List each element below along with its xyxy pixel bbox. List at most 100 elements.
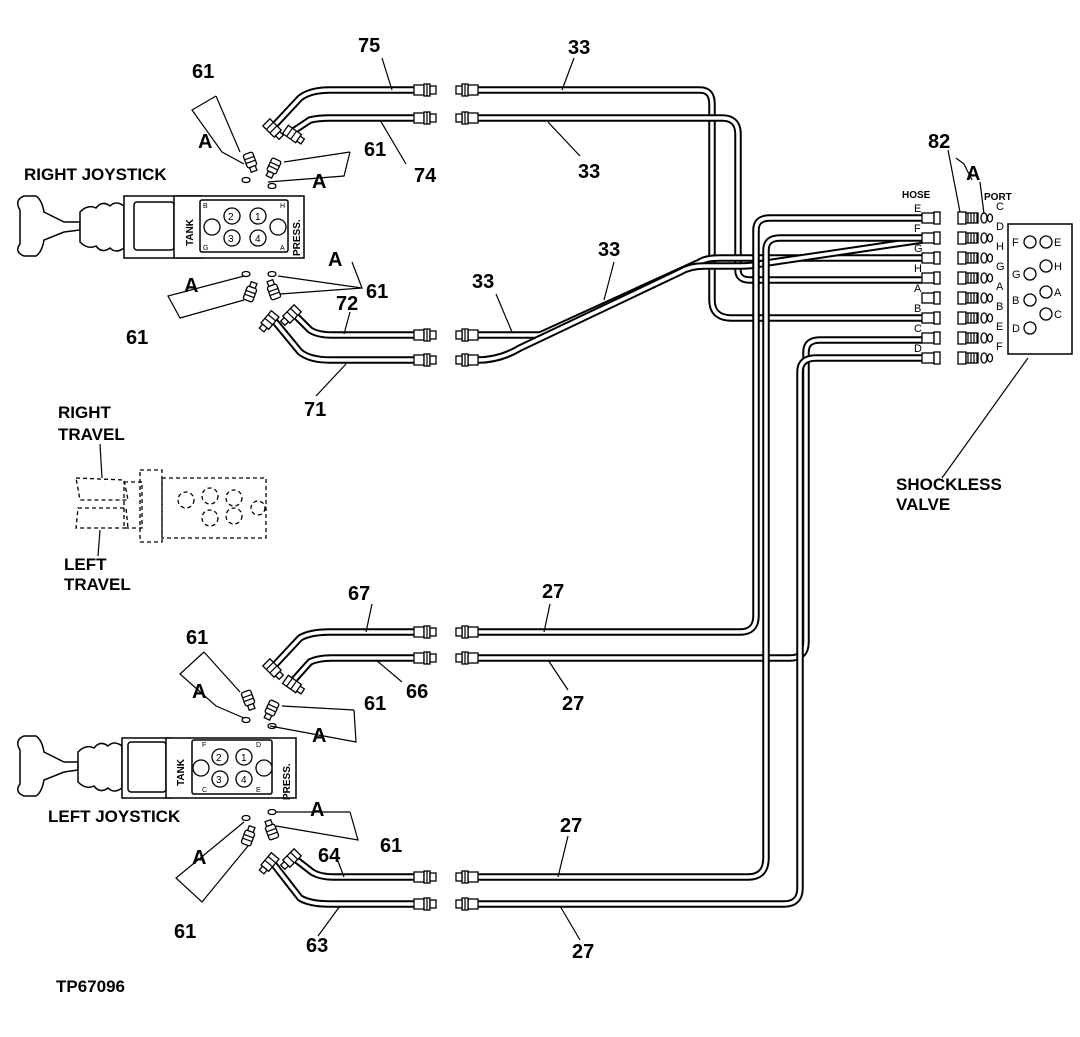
left-joystick-tank-port <box>192 759 210 777</box>
port-letter-1: D <box>996 221 1004 233</box>
elbow-74 <box>281 124 306 145</box>
callout-a-6: A <box>312 725 326 747</box>
left-joystick-letter-f: F <box>202 742 206 749</box>
leader-74 <box>379 119 407 165</box>
hose-end-right-6 <box>455 870 479 884</box>
hose-end-left-2 <box>413 328 437 342</box>
right-joystick-port-3 <box>223 229 241 247</box>
right-joystick-letter-b: B <box>203 203 208 210</box>
left-joystick-boot <box>77 742 123 792</box>
valve-port-g <box>1023 267 1037 281</box>
port-header: PORT <box>984 192 1012 203</box>
valve-port-a <box>1039 285 1053 299</box>
right-joystick-letter-a: A <box>280 245 285 252</box>
right-joystick-port-4 <box>249 229 267 247</box>
callout-a-9: A <box>966 163 980 185</box>
bracket-61-g <box>275 811 359 841</box>
callout-27-c: 27 <box>560 815 582 837</box>
left-travel-label-1: LEFT <box>64 555 107 574</box>
bracket-61-h <box>175 821 249 903</box>
left-joystick-port-3 <box>211 770 229 788</box>
hose-75-core <box>270 88 414 130</box>
valve-port-f-label: F <box>1012 237 1019 249</box>
right-joystick-port-4-num: 4 <box>255 234 261 245</box>
adapter-61-6 <box>263 699 280 722</box>
callout-74: 74 <box>414 165 437 187</box>
oring-a-2 <box>267 182 277 190</box>
valve-port-e <box>1039 235 1053 249</box>
elbow-75 <box>261 117 285 141</box>
bracket-61-a <box>191 95 245 165</box>
leader-27d <box>559 905 581 941</box>
left-joystick-port-2 <box>211 748 229 766</box>
hose-letter-6: C <box>914 323 922 335</box>
hose-end-left-4 <box>413 625 437 639</box>
hose-end-left-1 <box>413 111 437 125</box>
left-joystick-cap <box>127 741 167 793</box>
callout-a-1: A <box>198 131 212 153</box>
right-joystick-port-1-num: 1 <box>255 212 261 223</box>
right-joystick-port-2-num: 2 <box>228 212 234 223</box>
hose-group <box>269 86 923 908</box>
adapter-61-1 <box>242 151 258 174</box>
oring-a-7 <box>241 814 251 822</box>
callout-61-3: 61 <box>366 281 388 303</box>
hose-27-b-core <box>478 338 922 660</box>
callout-a-4: A <box>184 275 198 297</box>
hose-71-core <box>270 316 414 362</box>
leader-82 <box>947 149 961 213</box>
hose-end-left-5 <box>413 651 437 665</box>
port-letter-6: E <box>996 321 1003 333</box>
callout-72: 72 <box>336 293 358 315</box>
travel-pedal-mount <box>123 481 143 529</box>
callout-33-top-a: 33 <box>568 37 590 59</box>
adapter-61-4 <box>266 278 282 301</box>
valve-port-d <box>1023 321 1037 335</box>
hose-66-core <box>290 656 414 684</box>
callout-33-mid-b: 33 <box>472 271 494 293</box>
leader-72 <box>343 311 351 335</box>
hose-end-right-0 <box>455 83 479 97</box>
left-joystick-port-1-num: 1 <box>241 753 247 764</box>
oring-a-8 <box>267 808 277 816</box>
callout-61-8: 61 <box>174 921 196 943</box>
leader-27c <box>557 835 569 878</box>
hose-letter-2: G <box>914 243 923 255</box>
figure-id: TP67096 <box>56 977 125 996</box>
callout-61-7: 61 <box>380 835 402 857</box>
adapter-61-8 <box>264 818 280 841</box>
hose-33-top-a-core <box>478 88 922 320</box>
oring-a-1 <box>241 176 251 184</box>
valve-port-h-label: H <box>1054 261 1062 273</box>
callout-61-2: 61 <box>364 139 386 161</box>
hose-67 <box>269 628 414 671</box>
leader-33b <box>547 121 581 157</box>
adapter-61-5 <box>240 689 256 712</box>
leader-67 <box>365 603 373 633</box>
right-joystick-tank-port <box>203 218 221 236</box>
callout-61-6: 61 <box>364 693 386 715</box>
left-joystick: TANK PRESS. 2 1 3 4 F D C E <box>17 735 297 800</box>
hose-letter-0: E <box>914 203 921 215</box>
leader-66 <box>375 659 403 683</box>
hose-75 <box>269 86 414 131</box>
right-joystick-cap <box>133 201 175 251</box>
left-joystick-letter-c: C <box>202 787 207 794</box>
callout-66: 66 <box>406 681 428 703</box>
elbow-67 <box>261 657 285 681</box>
right-joystick: TANK PRESS. 2 1 3 4 B H G A <box>17 195 305 259</box>
valve-port-h <box>1039 259 1053 273</box>
left-joystick-port-4-num: 4 <box>241 775 247 786</box>
callout-61-4: 61 <box>126 327 148 349</box>
left-joystick-port-3-num: 3 <box>216 775 222 786</box>
valve-port-b-label: B <box>1012 295 1019 307</box>
right-joystick-letter-g: G <box>203 245 208 252</box>
left-travel-pedal <box>75 507 129 529</box>
shockless-valve-label-1: SHOCKLESS <box>896 475 1002 494</box>
right-travel-label-2: TRAVEL <box>58 425 125 444</box>
port-letter-4: A <box>996 281 1004 293</box>
travel-port-3 <box>225 489 243 507</box>
callout-33-top-b: 33 <box>578 161 600 183</box>
